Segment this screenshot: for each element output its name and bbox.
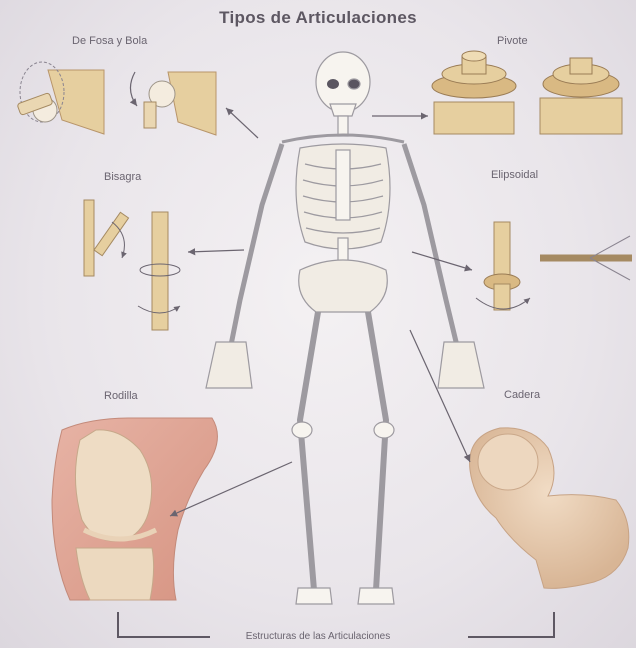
footer-label: Estructuras de las Articulaciones <box>0 631 636 642</box>
ball-socket-illustration <box>17 62 216 135</box>
hip-illustration <box>470 428 629 589</box>
skeleton-figure <box>206 52 484 604</box>
hinge-illustration <box>84 200 180 330</box>
knee-illustration <box>52 418 217 600</box>
ellipsoid-illustration <box>476 222 632 310</box>
pivot-illustration <box>432 51 622 134</box>
